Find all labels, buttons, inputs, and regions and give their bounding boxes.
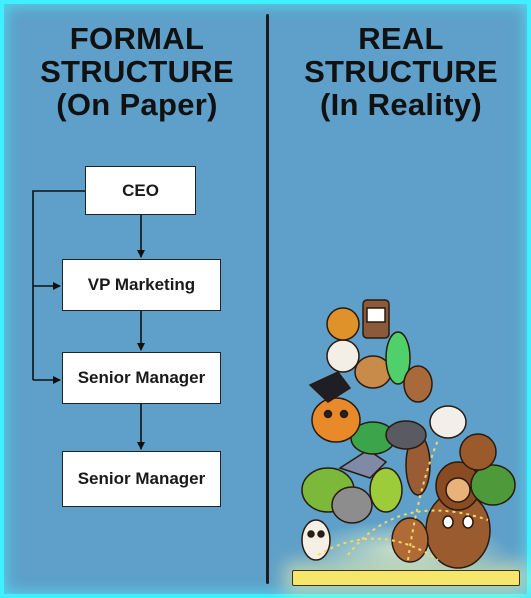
white-ghost-character: [301, 519, 331, 561]
senior-manager-box-2: Senior Manager: [62, 451, 221, 507]
green-pear-character: [369, 467, 403, 513]
dark-helmet-character: [385, 420, 427, 450]
red-white-mug-character: [326, 339, 360, 373]
org-chart-connectors: [32, 190, 145, 450]
orange-pumpkin-character: [311, 397, 361, 443]
grey-shark-character: [338, 449, 388, 479]
senior-manager-box-1: Senior Manager: [62, 352, 221, 404]
vp-marketing-box: VP Marketing: [62, 259, 221, 311]
green-hair-character: [385, 331, 411, 385]
center-divider: [266, 14, 269, 584]
formal-title-line-3: (On Paper): [56, 87, 218, 122]
ceo-box: CEO: [85, 166, 196, 215]
bracket-ceo-left: [32, 190, 85, 380]
white-cup-character: [429, 405, 467, 439]
real-title-line-3: (In Reality): [319, 87, 483, 122]
formal-title-line-2: STRUCTURE: [40, 54, 234, 89]
character-pile-illustration: [301, 299, 516, 569]
formal-structure-title: FORMAL STRUCTURE (On Paper): [7, 22, 267, 121]
penguin-character: [308, 371, 352, 403]
real-title-line-2: STRUCTURE: [304, 54, 498, 89]
green-dino-character: [470, 464, 516, 506]
brown-boot-character: [403, 365, 433, 403]
ground-platform: [292, 570, 520, 586]
brown-hedgehog-character: [459, 433, 497, 471]
real-title-line-1: REAL: [358, 21, 444, 56]
orange-bird-character: [326, 307, 360, 341]
grey-rock-character: [331, 486, 373, 524]
small-brown-character: [391, 517, 429, 563]
real-structure-title: REAL STRUCTURE (In Reality): [271, 22, 531, 121]
formal-title-line-1: FORMAL: [69, 21, 205, 56]
